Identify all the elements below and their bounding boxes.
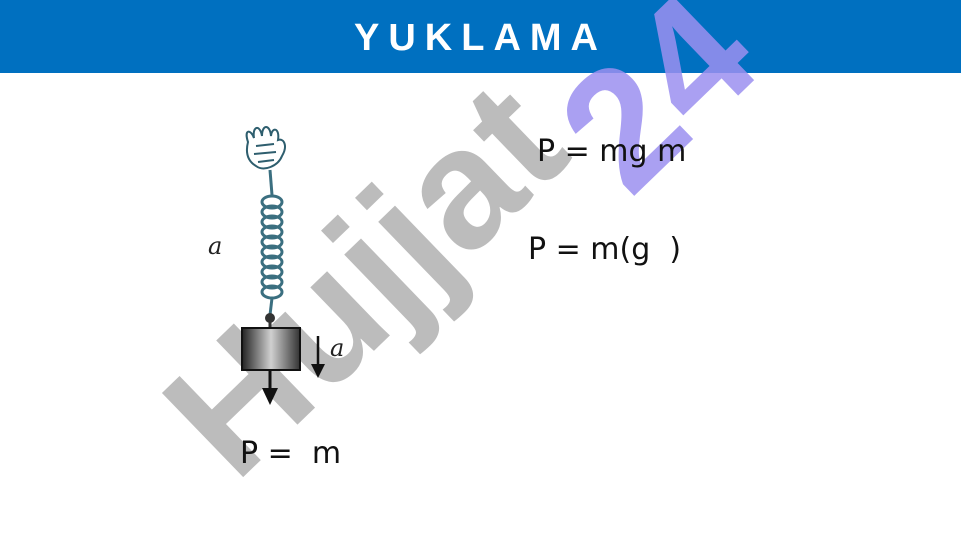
- formula-2: P = m(g ): [528, 232, 682, 267]
- formula-1: P = mg m: [537, 134, 687, 169]
- formula-3: P = m: [240, 436, 342, 471]
- weight-arrow-icon: [262, 370, 278, 405]
- hook: [265, 313, 275, 328]
- mass-block: [241, 327, 301, 371]
- slide-title: YUKLAMA: [354, 17, 607, 59]
- spring: [260, 169, 284, 316]
- hand-icon: [245, 126, 286, 170]
- spring-mass-figure: [241, 126, 325, 405]
- acceleration-arrow-icon: [311, 336, 325, 378]
- acceleration-label-right: a: [330, 334, 345, 362]
- acceleration-label-left: a: [208, 232, 223, 260]
- header-bar: YUKLAMA: [0, 0, 961, 73]
